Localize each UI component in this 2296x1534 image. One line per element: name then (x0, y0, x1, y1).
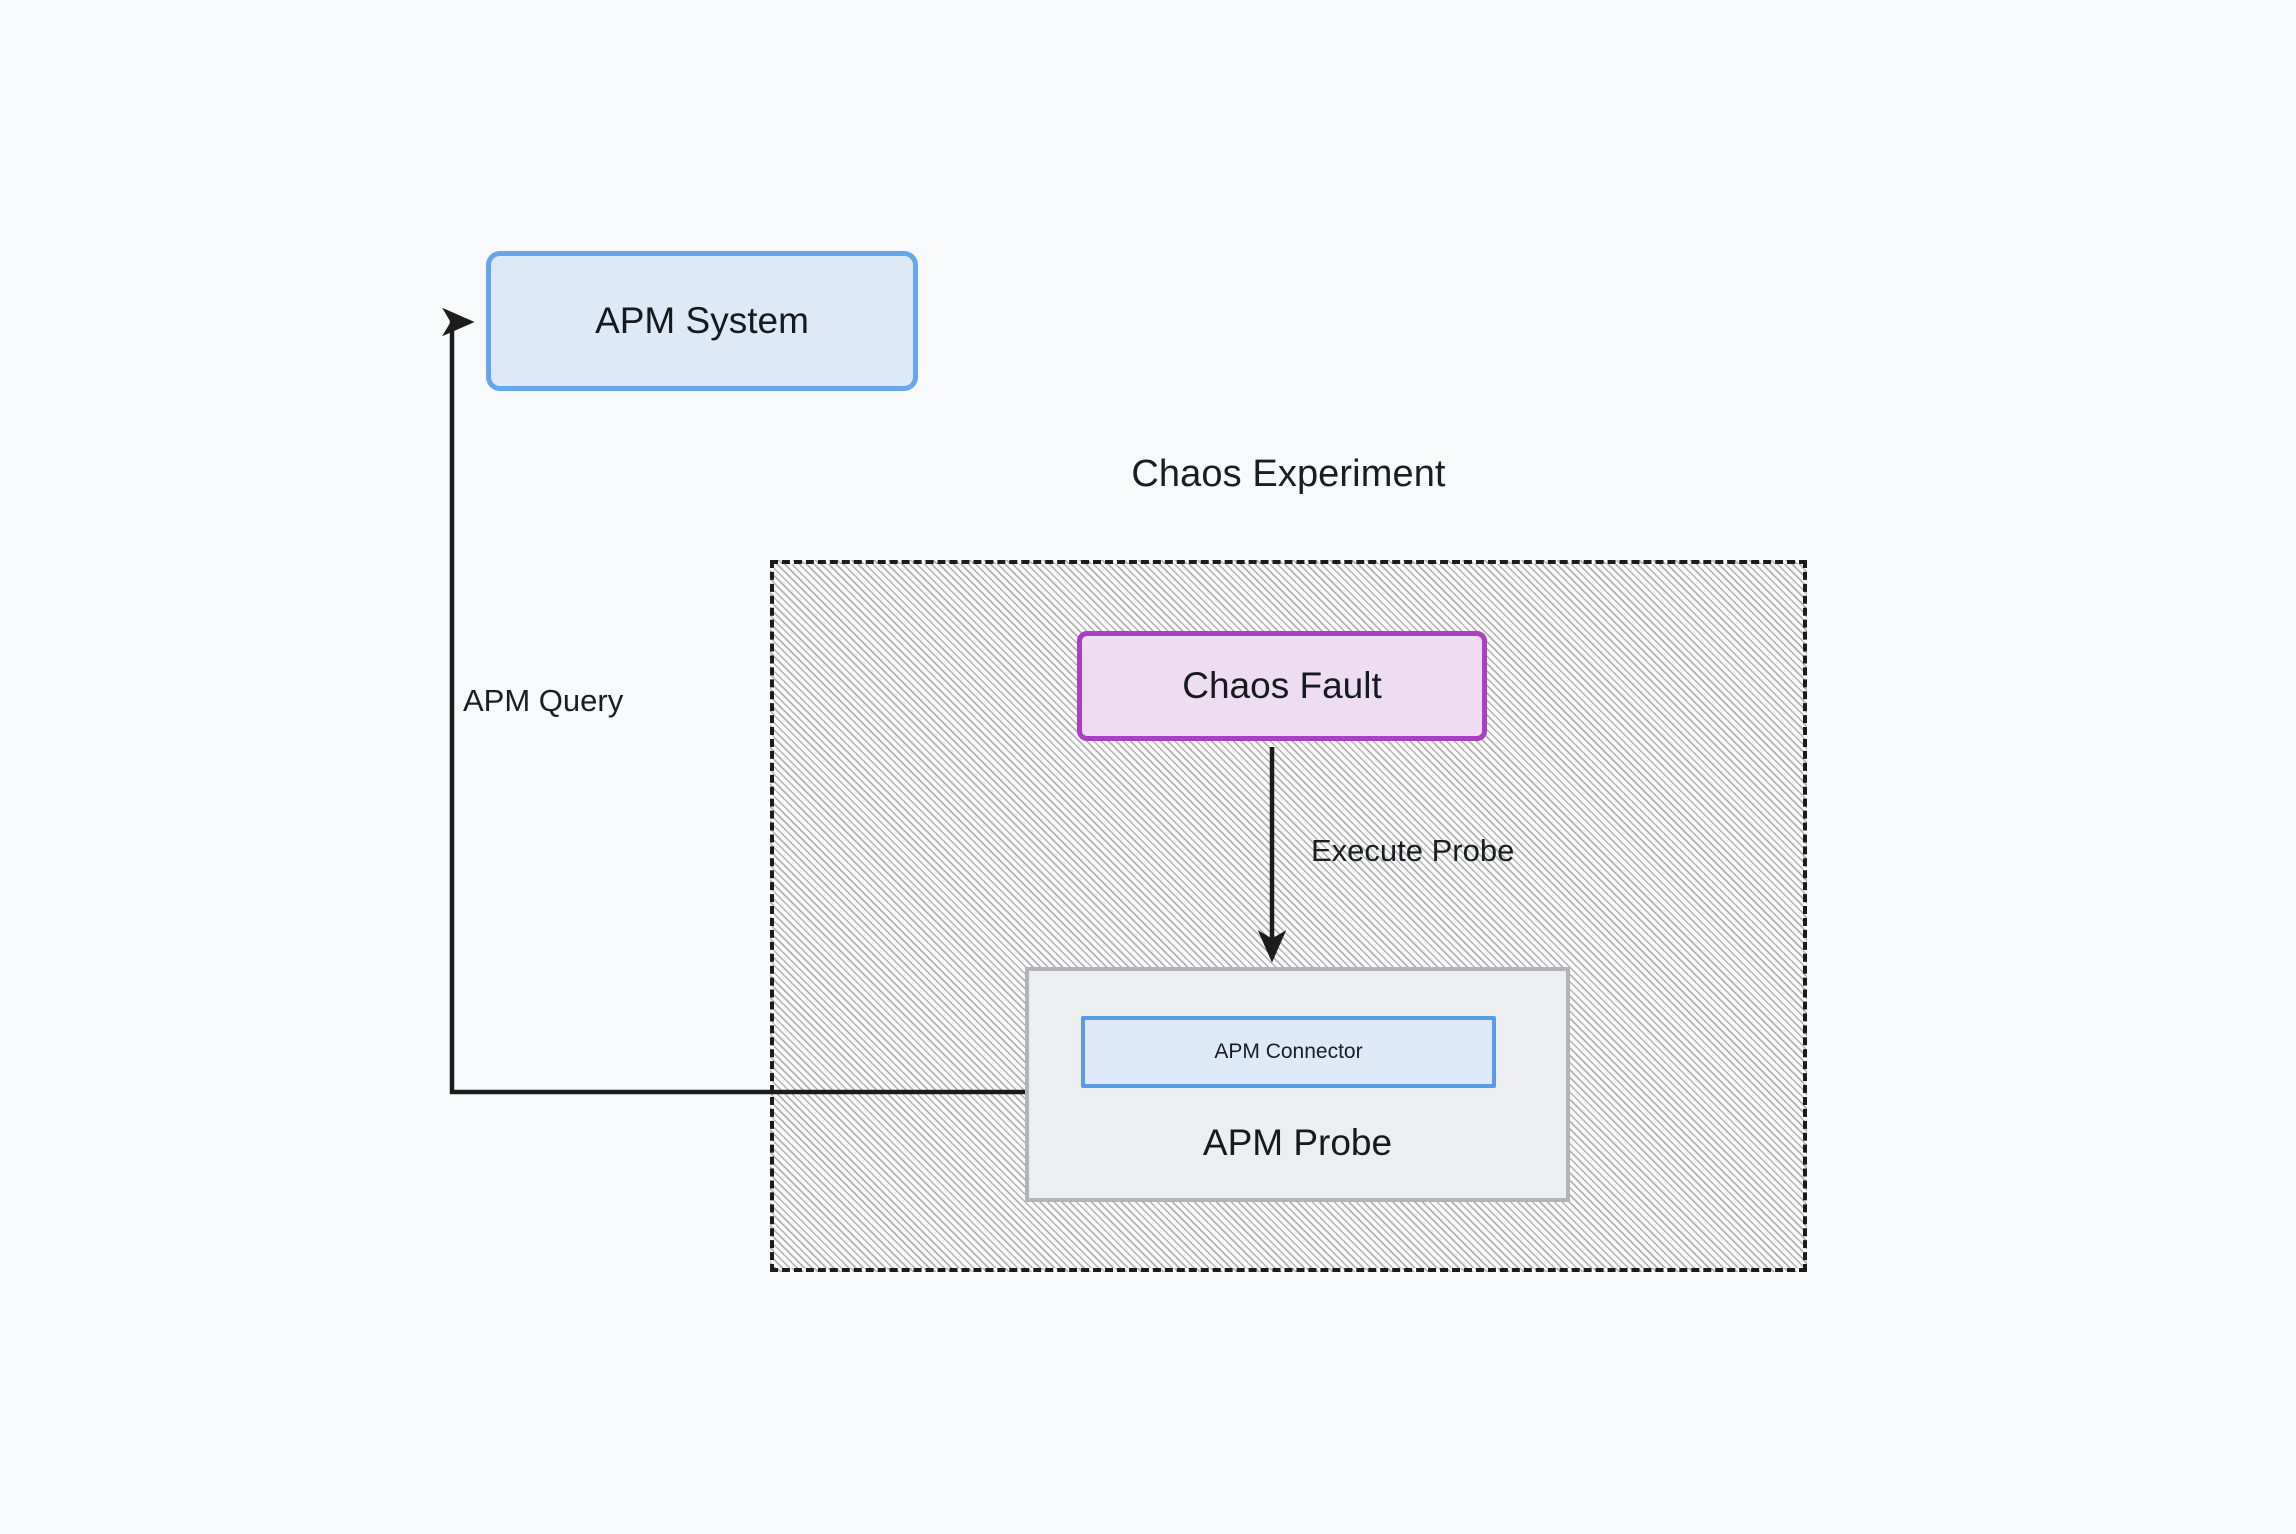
node-chaos-fault-label: Chaos Fault (1182, 665, 1382, 706)
node-apm-connector[interactable]: APM Connector (1081, 1016, 1496, 1088)
edge-label-execute-probe: Execute Probe (1311, 833, 1515, 868)
chaos-experiment-title: Chaos Experiment (1131, 453, 1446, 495)
node-apm-probe-label: APM Probe (1202, 1122, 1393, 1163)
edge-label-apm-query: APM Query (463, 683, 624, 718)
node-apm-connector-label: APM Connector (1214, 1040, 1363, 1063)
node-apm-system[interactable]: APM System (486, 251, 918, 391)
node-chaos-fault[interactable]: Chaos Fault (1077, 631, 1487, 741)
node-apm-system-label: APM System (595, 300, 809, 341)
